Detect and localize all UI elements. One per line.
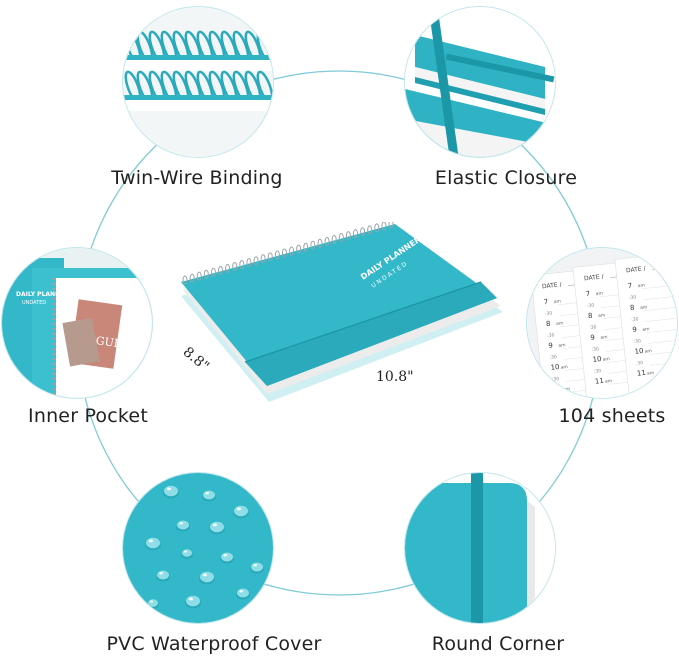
svg-text:am: am — [640, 305, 648, 311]
svg-text:9: 9 — [548, 342, 553, 350]
planner-hero-image: DAILY PLANNER UNDATED — [181, 222, 503, 402]
water-droplets-icon — [123, 473, 273, 623]
svg-text:10: 10 — [592, 355, 602, 364]
svg-text:am: am — [561, 365, 569, 371]
svg-text:am: am — [638, 283, 646, 289]
wire-coil-icon — [123, 7, 273, 157]
svg-text::30: :30 — [594, 368, 602, 375]
elastic-band-icon — [405, 7, 555, 157]
svg-text:am: am — [645, 349, 653, 355]
svg-text:DATE /: DATE / — [584, 273, 605, 282]
svg-text:11: 11 — [595, 377, 605, 386]
svg-text::30: :30 — [587, 302, 595, 309]
svg-text:am: am — [647, 371, 655, 377]
svg-text:9: 9 — [632, 326, 637, 334]
svg-text:8: 8 — [546, 320, 551, 328]
svg-text::30: :30 — [633, 338, 641, 345]
svg-text:am: am — [603, 357, 611, 363]
round-corner-caption: Round Corner — [431, 633, 565, 655]
svg-text:am: am — [554, 299, 562, 305]
svg-text::30: :30 — [547, 332, 555, 339]
svg-text::30: :30 — [549, 354, 557, 361]
pvc-waterproof-photo — [122, 472, 274, 624]
svg-text:7: 7 — [627, 282, 632, 290]
svg-text:7: 7 — [543, 298, 548, 306]
svg-text::30: :30 — [629, 294, 637, 301]
svg-text:am: am — [558, 343, 566, 349]
inner-pocket-caption: Inner Pocket — [28, 405, 148, 427]
elastic-closure-caption: Elastic Closure — [434, 167, 578, 189]
width-dimension-label: 10.8" — [376, 369, 414, 385]
svg-text:am: am — [605, 379, 613, 385]
svg-text:am: am — [556, 321, 564, 327]
svg-text::30: :30 — [552, 376, 560, 383]
svg-text:8: 8 — [588, 312, 593, 320]
sheets-caption: 104 sheets — [558, 405, 666, 427]
svg-text:am: am — [598, 313, 606, 319]
pocket-planner-subtitle: UNDATED — [22, 300, 46, 306]
svg-text:DATE /: DATE / — [542, 281, 563, 290]
pocket-planner-title: DAILY PLANNER — [16, 291, 69, 298]
svg-text:10: 10 — [550, 363, 560, 372]
svg-text::30: :30 — [545, 310, 553, 317]
svg-text:9: 9 — [590, 334, 595, 342]
twin-wire-binding-caption: Twin-Wire Binding — [111, 167, 283, 189]
svg-text:am: am — [596, 291, 604, 297]
round-corner-photo — [404, 472, 556, 624]
svg-text::30: :30 — [631, 316, 639, 323]
elastic-closure-photo — [404, 6, 556, 158]
inner-pocket-photo: DAILY PLANNER UNDATED VOGUE — [1, 247, 153, 399]
svg-text:10: 10 — [634, 347, 644, 356]
svg-text:11: 11 — [637, 369, 647, 378]
svg-text:DATE /: DATE / — [626, 265, 647, 274]
svg-text::30: :30 — [636, 360, 644, 367]
svg-text::30: :30 — [591, 346, 599, 353]
round-corner-icon — [405, 473, 555, 623]
svg-text:8: 8 — [630, 304, 635, 312]
pvc-waterproof-caption: PVC Waterproof Cover — [106, 633, 322, 655]
twin-wire-binding-photo — [122, 6, 274, 158]
svg-text:am: am — [600, 335, 608, 341]
svg-text::30: :30 — [589, 324, 597, 331]
svg-text:7: 7 — [585, 290, 590, 298]
svg-text:am: am — [642, 327, 650, 333]
